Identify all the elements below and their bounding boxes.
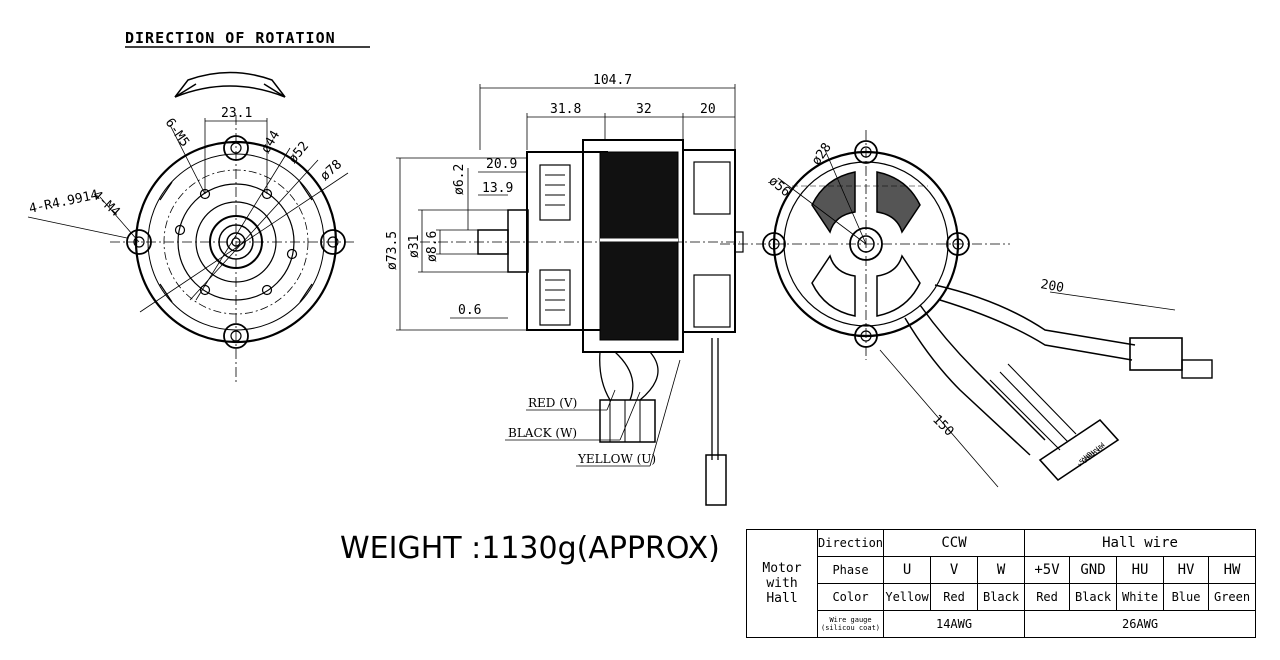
side-dim-seg1: 31.8: [550, 102, 581, 117]
motor-type-cell: Motor with Hall: [746, 529, 818, 638]
rotation-arrow-icon: [174, 71, 286, 98]
side-shaft-len: 20.9: [486, 157, 517, 172]
color-cell: Black: [977, 583, 1026, 611]
side-d86: ø8.6: [425, 231, 440, 262]
front-dim-23-1: 23.1: [221, 106, 252, 121]
color-cell: White: [1116, 583, 1165, 611]
front-d52-label: ø52: [286, 139, 313, 167]
color-cell: Blue: [1163, 583, 1210, 611]
gauge-phase-cell: 14AWG: [883, 610, 1026, 638]
front-d78-label: ø78: [318, 157, 345, 184]
side-dim-seg2: 32: [636, 102, 652, 117]
front-screws-label: 6-M5: [162, 116, 192, 150]
color-cell: Black: [1069, 583, 1118, 611]
side-dim-seg3: 20: [700, 102, 716, 117]
phase-cell: W: [977, 556, 1026, 584]
phase-cell: +5V: [1024, 556, 1071, 584]
side-hub-len: 13.9: [482, 181, 513, 196]
pin-hu: HU: [1085, 450, 1096, 462]
wire-yellow-label: YELLOW (U): [577, 452, 656, 466]
front-radius-label: 4-R4.9914: [28, 188, 100, 217]
wire-black-label: BLACK (W): [508, 426, 577, 440]
wiring-spec-table: Motor with Hall Direction CCW Hall wire …: [746, 529, 1257, 638]
pin-hw: HW: [1095, 441, 1107, 453]
side-view: [396, 84, 744, 506]
front-view: [27, 115, 355, 382]
direction-value: CCW: [883, 529, 1026, 557]
color-label: Color: [816, 583, 885, 611]
rear-cable-200: 200: [1039, 277, 1065, 296]
pin-hv: HV: [1090, 445, 1102, 457]
color-cell: Green: [1208, 583, 1257, 611]
direction-title: DIRECTION OF ROTATION: [125, 29, 336, 47]
hall-wire-header: Hall wire: [1024, 529, 1257, 557]
phase-cell: GND: [1069, 556, 1118, 584]
table-row: Phase U V W +5V GND HU HV HW: [747, 556, 1257, 584]
phase-cell: V: [930, 556, 979, 584]
color-cell: Red: [1024, 583, 1071, 611]
color-cell: Yellow: [883, 583, 932, 611]
phase-cell: HV: [1163, 556, 1210, 584]
table-row: Color Yellow Red Black Red Black White B…: [747, 583, 1257, 611]
rear-view: [720, 130, 1213, 488]
wire-gauge-label: Wire gauge (silicou coat): [816, 610, 885, 638]
weight-label: WEIGHT :1130g(APPROX): [340, 531, 720, 566]
rear-cable-150: 150: [929, 412, 956, 439]
side-d31: ø31: [407, 235, 422, 258]
phase-cell: HU: [1116, 556, 1165, 584]
color-cell: Red: [930, 583, 979, 611]
rear-d56: ø56: [765, 174, 793, 201]
side-shaft-dia: ø6.2: [452, 164, 467, 195]
phase-cell: U: [883, 556, 932, 584]
side-gap: 0.6: [458, 303, 481, 318]
table-row: Motor with Hall Direction CCW Hall wire: [746, 529, 1257, 638]
gauge-hall-cell: 26AWG: [1024, 610, 1257, 638]
table-row: Wire gauge (silicou coat) 14AWG 26AWG: [747, 610, 1257, 638]
wire-red-label: RED (V): [528, 396, 577, 410]
phase-label: Phase: [816, 556, 885, 584]
connector-pin-labels: HW HV HU GND +5V: [1075, 441, 1107, 469]
direction-label: Direction: [816, 529, 885, 557]
side-body-dia: ø73.5: [385, 231, 400, 270]
phase-cell: HW: [1208, 556, 1257, 584]
side-dim-overall: 104.7: [593, 73, 632, 88]
